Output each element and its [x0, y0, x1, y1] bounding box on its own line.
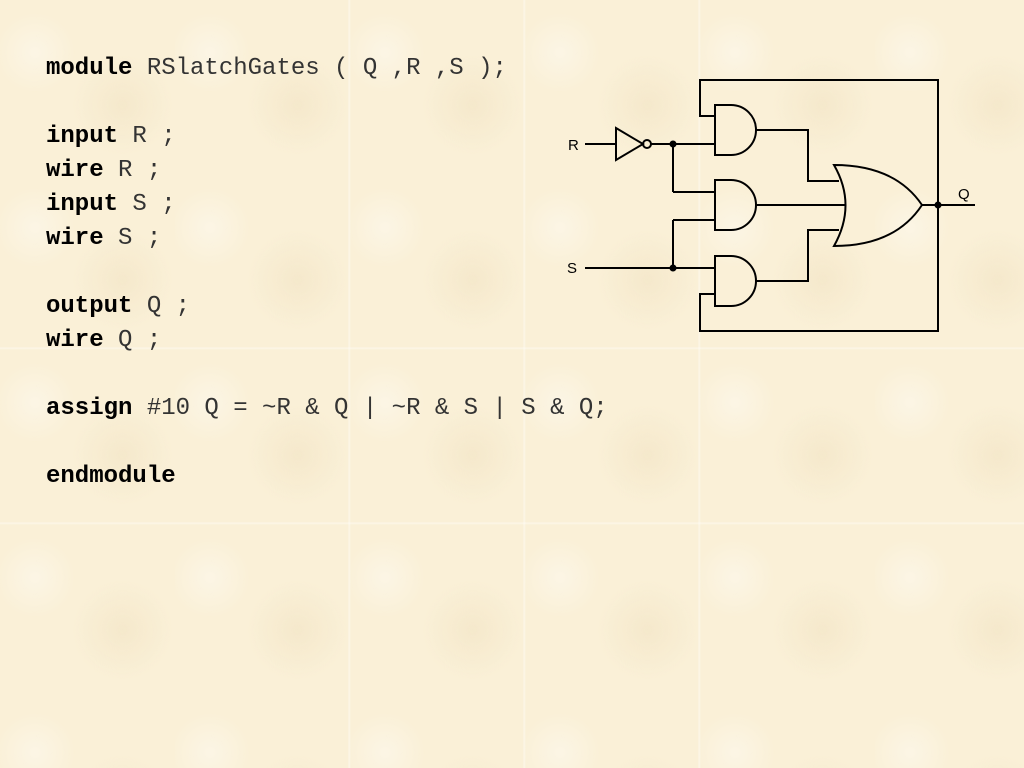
junction-dot-q	[934, 201, 942, 209]
code-line-wire-r: wire R ;	[46, 154, 608, 188]
not-gate	[615, 126, 645, 162]
keyword: wire	[46, 157, 104, 184]
code-text: #10 Q = ~R & Q | ~R & S | S & Q;	[132, 395, 608, 422]
code-text: R ;	[118, 123, 176, 150]
label-r: R	[568, 137, 579, 154]
code-line-assign: assign #10 Q = ~R & Q | ~R & S | S & Q;	[46, 392, 608, 426]
keyword: module	[46, 55, 133, 82]
or-gate	[832, 163, 924, 248]
code-text: R ;	[103, 157, 162, 184]
code-text: Q ;	[103, 327, 162, 354]
wire-and3-out	[756, 229, 839, 282]
code-text: S ;	[118, 191, 176, 218]
code-line-endmodule: endmodule	[46, 460, 608, 494]
keyword: output	[46, 293, 133, 320]
code-line-wire-q: wire Q ;	[46, 324, 608, 358]
and-gate-1	[714, 104, 757, 156]
wire-feedback-bottom	[699, 205, 939, 332]
keyword: wire	[46, 225, 104, 252]
code-text: Q ;	[132, 293, 191, 320]
code-line-input-s: input S ;	[46, 188, 608, 222]
code-line-output-q: output Q ;	[46, 290, 608, 324]
wire-and1-out	[756, 129, 839, 182]
code-line-wire-s: wire S ;	[46, 222, 608, 256]
keyword: input	[46, 123, 119, 150]
verilog-code: module RSlatchGates ( Q ,R ,S ); input R…	[46, 52, 608, 494]
and-gate-2	[714, 179, 757, 231]
code-text: RSlatchGates ( Q ,R ,S );	[132, 55, 507, 82]
wire-feedback-top	[699, 79, 939, 205]
junction-dot-not-r	[669, 140, 677, 148]
keyword: endmodule	[46, 463, 176, 490]
keyword: wire	[46, 327, 104, 354]
code-text: S ;	[103, 225, 162, 252]
code-line-input-r: input R ;	[46, 120, 608, 154]
keyword: assign	[46, 395, 133, 422]
and-gate-3	[714, 255, 757, 307]
keyword: input	[46, 191, 119, 218]
junction-dot-s	[669, 264, 677, 272]
code-line-module: module RSlatchGates ( Q ,R ,S );	[46, 52, 608, 86]
label-s: S	[567, 260, 577, 277]
label-q: Q	[958, 186, 970, 203]
